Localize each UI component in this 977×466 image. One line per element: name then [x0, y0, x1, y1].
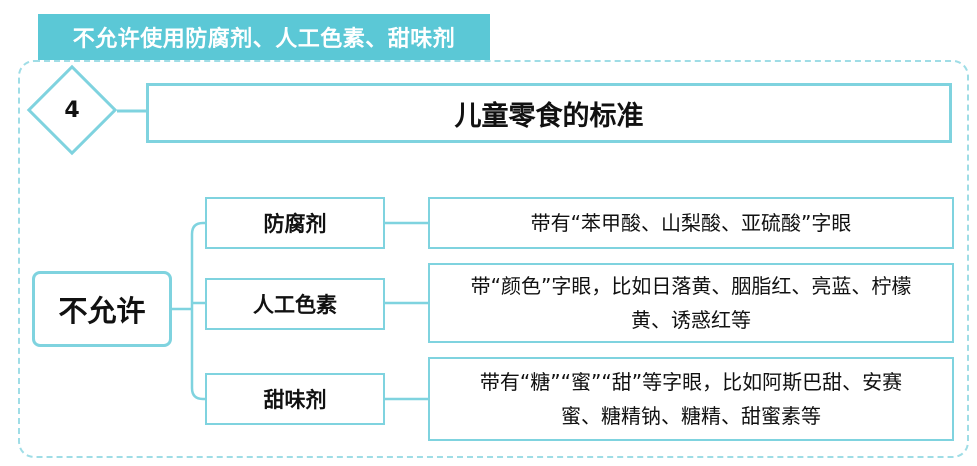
header-tab: 不允许使用防腐剂、人工色素、甜味剂	[38, 14, 490, 60]
category-node-sweeteners: 甜味剂	[205, 373, 385, 425]
description-node-artificial-colors: 带“颜色”字眼，比如日落黄、胭脂红、亮蓝、柠檬黄、诱惑红等	[428, 263, 954, 343]
description-node-sweeteners: 带有“糖”“蜜”“甜”等字眼，比如阿斯巴甜、安赛蜜、糖精钠、糖精、甜蜜素等	[428, 357, 954, 441]
category-node-artificial-colors: 人工色素	[205, 278, 385, 330]
section-title: 儿童零食的标准	[146, 83, 952, 143]
category-node-preservatives: 防腐剂	[205, 197, 385, 249]
description-node-preservatives: 带有“苯甲酸、山梨酸、亚硫酸”字眼	[428, 197, 954, 249]
root-node: 不允许	[32, 271, 172, 347]
section-number: 4	[64, 97, 80, 123]
section-frame	[18, 60, 969, 458]
